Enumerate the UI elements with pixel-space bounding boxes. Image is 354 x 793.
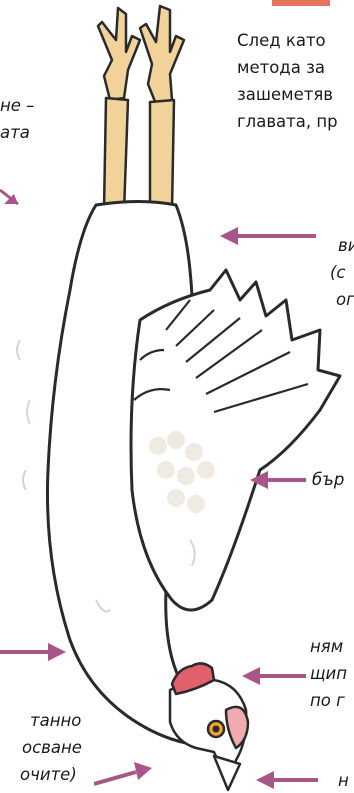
head-icon xyxy=(170,663,248,790)
intro-line-1: След като xyxy=(237,29,326,53)
right-note-2: бър xyxy=(312,468,344,492)
left-bottom-note-line-2: осване xyxy=(22,736,82,760)
right-note-1-line-2: (с xyxy=(330,261,346,285)
left-top-note-line-2: ата xyxy=(0,121,30,145)
arrow-icon xyxy=(256,770,318,790)
arrow-icon xyxy=(0,186,20,208)
intro-line-2: метода за xyxy=(237,56,325,80)
arrow-icon xyxy=(242,666,306,686)
feet-icon xyxy=(98,6,184,212)
left-bottom-note-line-3: очите) xyxy=(20,763,77,787)
arrow-icon xyxy=(94,762,154,792)
bottom-right-note: н xyxy=(338,769,349,793)
arrow-icon xyxy=(0,642,66,662)
right-note-3-line-1: ням xyxy=(310,635,343,659)
intro-line-3: зашеметяв xyxy=(237,83,333,107)
right-note-1-line-3: ог xyxy=(336,288,354,312)
right-note-3-line-3: по г xyxy=(310,689,345,713)
left-bottom-note-line-1: танно xyxy=(30,709,81,733)
right-note-3-line-2: щип xyxy=(310,662,347,686)
left-top-note-line-1: не – xyxy=(0,94,34,118)
arrow-icon xyxy=(250,470,306,490)
intro-line-4: главата, пр xyxy=(237,110,338,134)
right-note-1-line-1: ви xyxy=(338,234,354,258)
arrow-icon xyxy=(220,226,316,246)
